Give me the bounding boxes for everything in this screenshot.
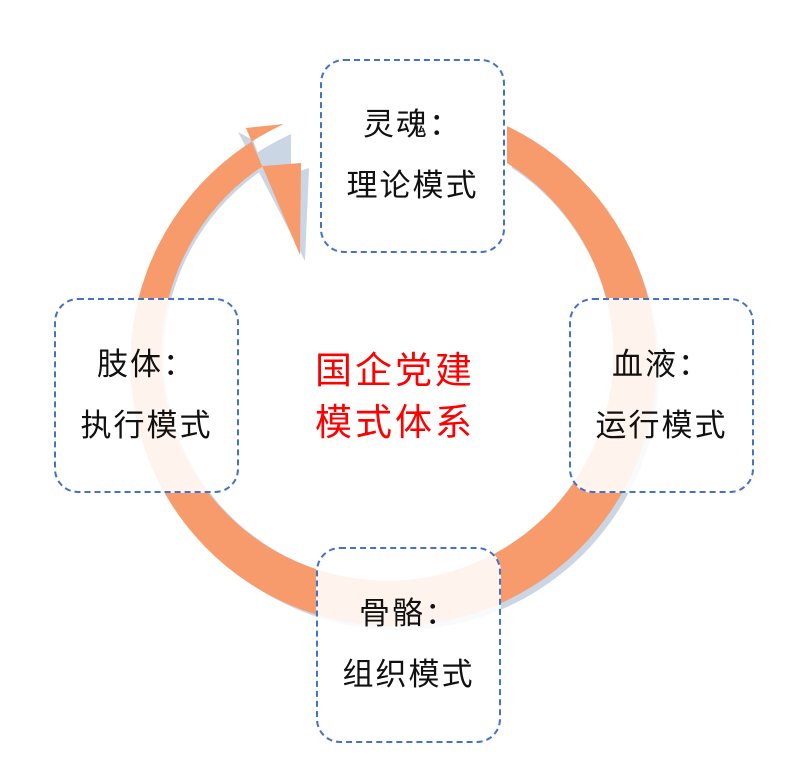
node-blood-title: 血液： bbox=[612, 346, 711, 383]
center-title-line2: 模式体系 bbox=[315, 401, 475, 444]
node-limbs-subtitle: 执行模式 bbox=[80, 407, 213, 444]
node-blood-subtitle: 运行模式 bbox=[595, 407, 728, 444]
node-soul-title: 灵魂： bbox=[363, 107, 462, 143]
node-soul-subtitle: 理论模式 bbox=[346, 168, 479, 204]
node-skeleton-title: 骨骼： bbox=[359, 596, 458, 632]
node-limbs-box: 肢体： 执行模式 bbox=[54, 298, 239, 493]
center-title: 国企党建 模式体系 bbox=[230, 345, 560, 449]
node-blood-box: 血液： 运行模式 bbox=[569, 298, 754, 493]
node-limbs-title: 肢体： bbox=[97, 346, 196, 383]
node-skeleton-box: 骨骼： 组织模式 bbox=[316, 547, 501, 743]
node-skeleton-subtitle: 组织模式 bbox=[342, 657, 475, 693]
center-title-line1: 国企党建 bbox=[315, 349, 475, 392]
node-soul-box: 灵魂： 理论模式 bbox=[320, 59, 505, 253]
